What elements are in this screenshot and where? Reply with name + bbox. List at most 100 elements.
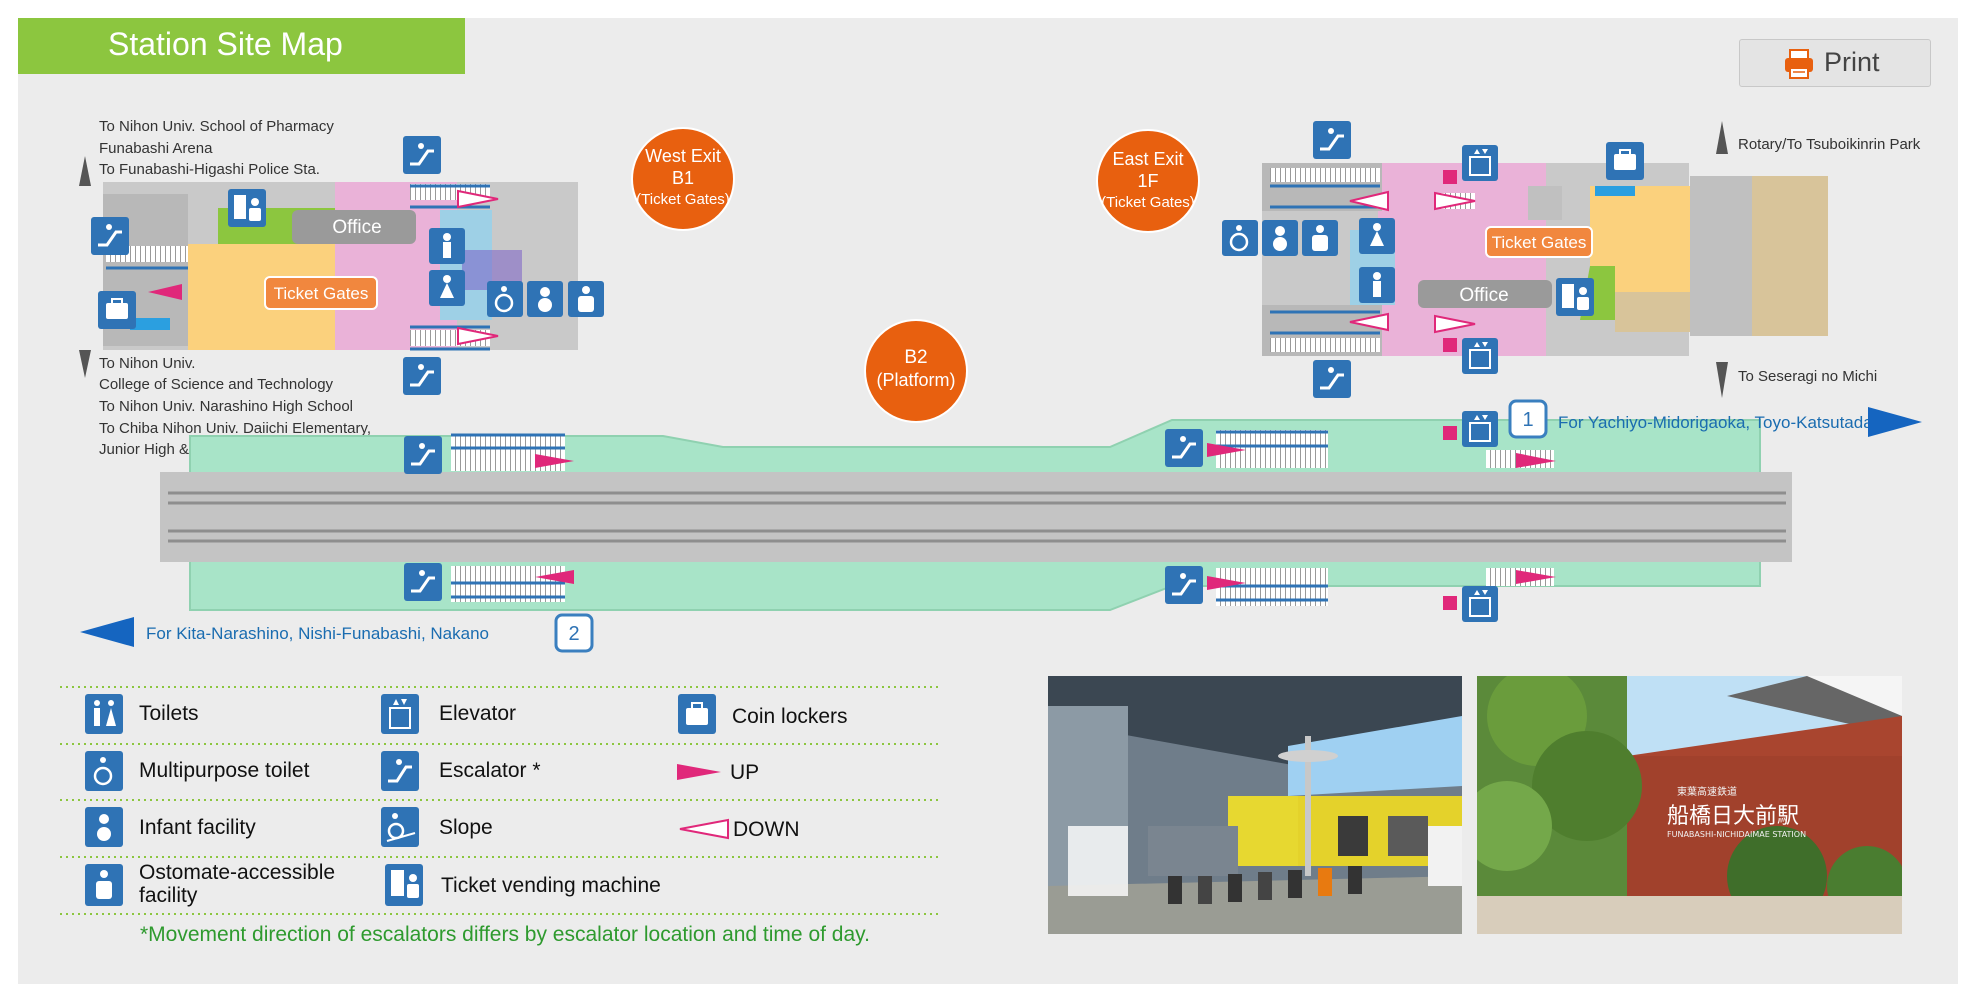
elevator-icon bbox=[1462, 411, 1498, 447]
infant-facility-icon bbox=[527, 281, 563, 317]
west-exit-concourse: Office Ticket Gates bbox=[103, 182, 578, 351]
toilets-icon bbox=[429, 270, 465, 306]
platform-icons bbox=[404, 411, 1498, 622]
b2-l2: (Platform) bbox=[876, 370, 955, 390]
east-rotary bbox=[1752, 176, 1828, 336]
up-arrow-icon bbox=[677, 764, 721, 780]
escalator-icon bbox=[381, 751, 419, 791]
photo-sign-top: 東葉高速鉄道 bbox=[1677, 785, 1737, 798]
station-interior-image bbox=[1048, 676, 1462, 934]
platform-up-arrow-ne bbox=[1207, 443, 1246, 457]
elevator-icon bbox=[1462, 145, 1498, 181]
escalator-icon bbox=[1165, 429, 1203, 467]
east-down-arrow-top bbox=[1349, 190, 1389, 212]
east-icons bbox=[1222, 121, 1644, 398]
coin-lockers-icon bbox=[1606, 142, 1644, 180]
west-icons bbox=[91, 136, 604, 395]
title-bar: Station Site Map bbox=[18, 18, 465, 74]
infant-facility-icon bbox=[1262, 220, 1298, 256]
legend-elevator-label: Elevator bbox=[439, 702, 516, 725]
west-exit-l1: West Exit bbox=[645, 146, 721, 166]
print-label: Print bbox=[1824, 47, 1880, 77]
legend-slope-label: Slope bbox=[439, 816, 493, 839]
legend-ticket-vending-machine-label: Ticket vending machine bbox=[441, 874, 661, 897]
ticket-vending-machine-icon bbox=[385, 864, 423, 906]
escalator-icon bbox=[1313, 360, 1351, 398]
platform-up-arrow-se bbox=[1207, 576, 1246, 590]
east-ticket-gates-label: Ticket Gates bbox=[1492, 233, 1587, 252]
ostomate-icon bbox=[1302, 220, 1338, 256]
east-down-arrow-mid-top bbox=[1434, 191, 1476, 211]
coin-lockers-icon bbox=[678, 694, 716, 734]
west-exit-l3: (Ticket Gates) bbox=[636, 191, 730, 208]
west-up-arrow bbox=[148, 284, 182, 300]
track1-label: For Yachiyo-Midorigaoka, Toyo-Katsutadai bbox=[1558, 413, 1876, 432]
east-elevator-marker-bottom bbox=[1443, 338, 1457, 352]
west-exit-circle: West Exit B1 (Ticket Gates) bbox=[631, 127, 735, 231]
coin-lockers-icon bbox=[98, 291, 136, 329]
legend-down-label: DOWN bbox=[733, 818, 800, 841]
track2-number: 2 bbox=[568, 623, 579, 645]
track1-number: 1 bbox=[1522, 409, 1533, 431]
platform-up-arrow-e-north bbox=[1516, 453, 1556, 468]
track2-label: For Kita-Narashino, Nishi-Funabashi, Nak… bbox=[146, 624, 489, 643]
west-blue-marker bbox=[130, 318, 170, 330]
east-pillar bbox=[1528, 186, 1562, 220]
west-up-direction-icon bbox=[79, 156, 91, 186]
east-stairs-top bbox=[1270, 168, 1380, 182]
multipurpose-toilet-icon bbox=[1222, 220, 1258, 256]
east-up-direction-icon bbox=[1716, 121, 1728, 154]
west-bottom-dest-1: To Nihon Univ. bbox=[99, 355, 195, 372]
escalator-icon bbox=[1313, 121, 1351, 159]
elevator-icon bbox=[1462, 586, 1498, 622]
east-blue-marker bbox=[1595, 186, 1635, 196]
legend-escalator-label: Escalator * bbox=[439, 759, 541, 782]
ostomate-icon bbox=[568, 281, 604, 317]
east-ticket-gates-box bbox=[1485, 226, 1593, 258]
east-down-arrow-mid-bottom bbox=[1434, 314, 1476, 334]
multipurpose-toilet-icon bbox=[487, 281, 523, 317]
escalator-icon bbox=[91, 217, 129, 255]
print-button[interactable]: Print bbox=[1739, 39, 1931, 87]
slope-icon bbox=[381, 807, 419, 847]
legend-ostomate-label-l2: facility bbox=[139, 884, 198, 907]
b2-l1: B2 bbox=[904, 347, 927, 368]
platform-up-arrow-sw bbox=[535, 570, 574, 584]
west-bottom-dest-4: To Chiba Nihon Univ. Daiichi Elementary, bbox=[99, 420, 371, 437]
legend: Toilets Multipurpose toilet Infant facil… bbox=[60, 686, 940, 915]
west-office-label: Office bbox=[332, 217, 381, 238]
platform-up-arrow-nw bbox=[535, 454, 574, 468]
east-exit-l2: 1F bbox=[1137, 171, 1158, 191]
page-title: Station Site Map bbox=[108, 26, 343, 62]
west-bottom-dest-3: To Nihon Univ. Narashino High School bbox=[99, 398, 353, 415]
west-top-dest-1: To Nihon Univ. School of Pharmacy bbox=[99, 118, 334, 135]
station-exterior-photo: 東葉高速鉄道 船橋日大前駅 FUNABASHI-NICHIDAIMAE STAT… bbox=[1477, 676, 1902, 934]
west-bottom-dest-2: College of Science and Technology bbox=[99, 376, 334, 393]
east-exit-circle: East Exit 1F (Ticket Gates) bbox=[1096, 129, 1200, 233]
legend-infant-facility-label: Infant facility bbox=[139, 816, 256, 839]
east-exit-l1: East Exit bbox=[1112, 149, 1183, 169]
escalator-icon bbox=[1165, 566, 1203, 604]
ticket-vending-machine-icon bbox=[228, 189, 266, 227]
west-down-arrow-top bbox=[457, 189, 499, 209]
legend-multipurpose-toilet-label: Multipurpose toilet bbox=[139, 759, 310, 782]
west-office-box bbox=[292, 210, 416, 244]
elevator-icon bbox=[381, 694, 419, 734]
toilets-icon bbox=[1359, 218, 1395, 254]
legend-coin-lockers-label: Coin lockers bbox=[732, 705, 848, 728]
east-down-arrow-bottom bbox=[1349, 312, 1389, 332]
east-exit-l3: (Ticket Gates) bbox=[1101, 194, 1195, 211]
platform-b2 bbox=[160, 419, 1792, 611]
platform-up-arrow-e-south bbox=[1516, 570, 1556, 584]
escalator-icon bbox=[404, 563, 442, 601]
photo-sign-main: 船橋日大前駅 bbox=[1667, 804, 1799, 829]
east-exit-concourse: Office Ticket Gates bbox=[1262, 163, 1828, 356]
escalator-note: *Movement direction of escalators differ… bbox=[140, 923, 870, 946]
east-top-dest: Rotary/To Tsuboikinrin Park bbox=[1738, 136, 1921, 153]
station-exterior-image: 東葉高速鉄道 船橋日大前駅 FUNABASHI-NICHIDAIMAE STAT… bbox=[1477, 676, 1902, 934]
platform-elevator-marker-north bbox=[1443, 426, 1457, 440]
down-arrow-icon bbox=[679, 818, 729, 840]
track2-direction: For Kita-Narashino, Nishi-Funabashi, Nak… bbox=[80, 613, 594, 653]
ostomate-icon bbox=[85, 864, 123, 906]
